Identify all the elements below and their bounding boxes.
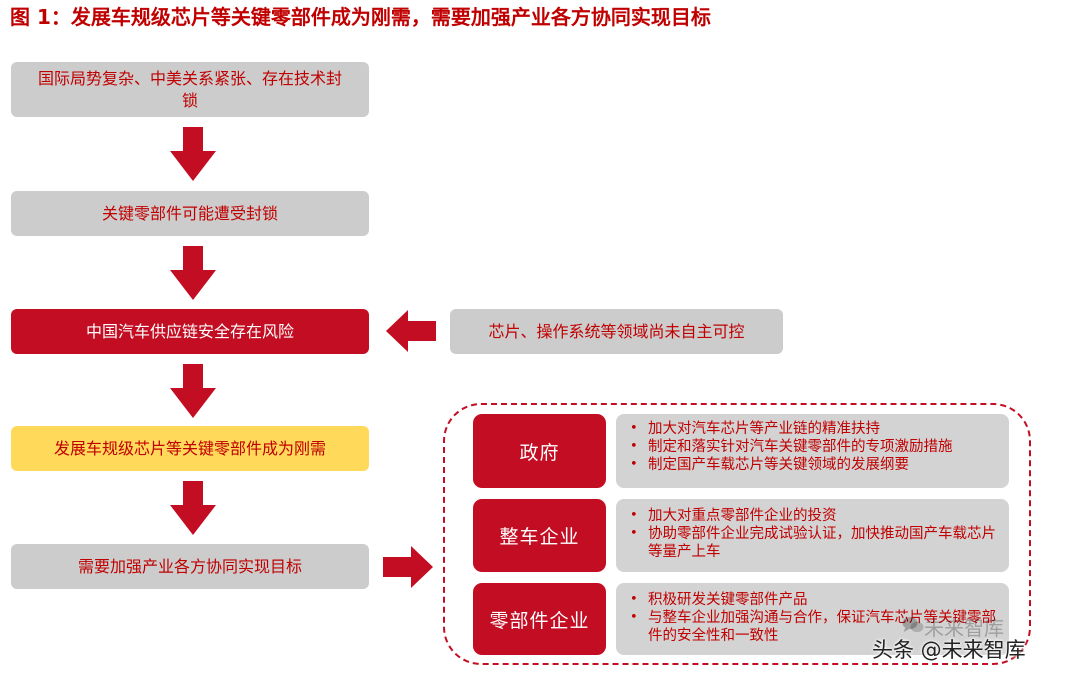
watermark: 未来智库 头条 @未来智库 — [872, 612, 1067, 662]
list-item: 加大对汽车芯片等产业链的精准扶持 — [628, 420, 1001, 438]
list-item: 加大对重点零部件企业的投资 — [628, 507, 1001, 525]
left-arrow-cause — [386, 310, 436, 352]
actor-parts-suppliers-measures: 积极研发关键零部件产品 与整车企业加强沟通与合作，保证汽车芯片等关键零部件的安全… — [616, 583, 1009, 655]
right-arrow-to-actors — [383, 546, 433, 588]
actor-automakers-measures: 加大对重点零部件企业的投资 协助零部件企业完成试验认证，加快推动国产车载芯片等量… — [616, 499, 1009, 572]
watermark-top-text: 未来智库 — [924, 616, 1004, 640]
actor-government: 政府 — [473, 414, 606, 488]
flow-step-collaboration: 需要加强产业各方协同实现目标 — [11, 544, 369, 589]
list-item: 制定国产车载芯片等关键领域的发展纲要 — [628, 456, 1001, 474]
list-item: 协助零部件企业完成试验认证，加快推动国产车载芯片等量产上车 — [628, 525, 1001, 561]
flow-step-rigid-demand: 发展车规级芯片等关键零部件成为刚需 — [11, 426, 369, 471]
side-cause-box: 芯片、操作系统等领域尚未自主可控 — [450, 309, 783, 354]
actor-parts-suppliers: 零部件企业 — [473, 583, 606, 655]
flow-step-supply-chain-risk: 中国汽车供应链安全存在风险 — [11, 309, 369, 354]
watermark-bottom-text: 头条 @未来智库 — [872, 638, 1026, 662]
down-arrow-4 — [170, 481, 216, 535]
figure-title: 图 1：发展车规级芯片等关键零部件成为刚需，需要加强产业各方协同实现目标 — [10, 5, 711, 29]
flow-step-international-situation: 国际局势复杂、中美关系紧张、存在技术封锁 — [11, 62, 369, 117]
actor-government-measures: 加大对汽车芯片等产业链的精准扶持 制定和落实针对汽车关键零部件的专项激励措施 制… — [616, 414, 1009, 488]
actor-automakers: 整车企业 — [473, 499, 606, 572]
down-arrow-2 — [170, 246, 216, 300]
list-item: 积极研发关键零部件产品 — [628, 591, 1001, 609]
actors-dashed-group — [443, 403, 1031, 665]
wechat-icon — [902, 617, 924, 633]
down-arrow-3 — [170, 364, 216, 418]
list-item: 制定和落实针对汽车关键零部件的专项激励措施 — [628, 438, 1001, 456]
flow-step-parts-blockade: 关键零部件可能遭受封锁 — [11, 191, 369, 236]
list-item: 与整车企业加强沟通与合作，保证汽车芯片等关键零部件的安全性和一致性 — [628, 609, 1001, 645]
down-arrow-1 — [170, 127, 216, 181]
